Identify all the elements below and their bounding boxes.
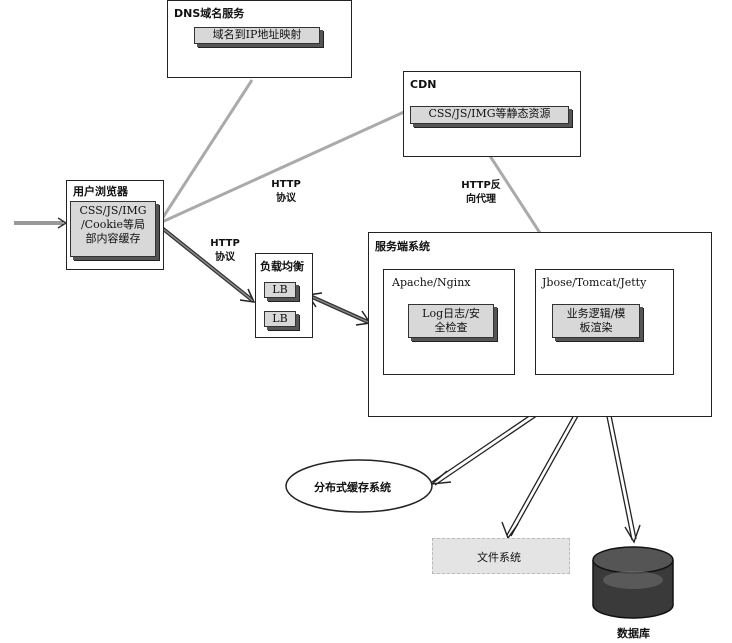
edge-label-line: HTTP反 bbox=[461, 180, 501, 191]
server-system-node: 服务端系统 Apache/Nginx Log日志/安 全检查 Jbose/Tom… bbox=[368, 232, 712, 417]
jboss-inner-line-1: 业务逻辑/模 bbox=[566, 307, 626, 320]
apache-inner-line-2: 全检查 bbox=[434, 321, 468, 334]
jboss-title: Jbose/Tomcat/Jetty bbox=[542, 276, 647, 289]
edge-label-cdn-server: HTTP反 向代理 bbox=[453, 179, 509, 207]
apache-inner-line-1: Log日志/安 bbox=[422, 307, 480, 320]
cache-node-shape bbox=[285, 459, 433, 513]
browser-inner: CSS/JS/IMG /Cookie等局 部内容缓存 bbox=[70, 201, 156, 257]
jboss-inner: 业务逻辑/模 板渲染 bbox=[552, 304, 640, 338]
lb-item: LB bbox=[264, 311, 296, 327]
browser-inner-line-2: /Cookie等局 bbox=[80, 218, 146, 231]
browser-inner-line-3: 部内容缓存 bbox=[85, 232, 141, 245]
database-node-shape bbox=[592, 546, 674, 619]
edge-label-browser-cdn: HTTP 协议 bbox=[266, 178, 306, 206]
edge-label-line: HTTP bbox=[210, 238, 240, 249]
edge-label-line: HTTP bbox=[271, 179, 301, 190]
server-title: 服务端系统 bbox=[375, 240, 430, 253]
edge-cdn-server bbox=[488, 155, 542, 234]
apache-title: Apache/Nginx bbox=[392, 276, 471, 289]
dns-title: DNS域名服务 bbox=[174, 7, 245, 20]
cdn-title: CDN bbox=[410, 78, 437, 91]
jboss-node: Jbose/Tomcat/Jetty 业务逻辑/模 板渲染 bbox=[535, 269, 674, 375]
edge-label-line: 协议 bbox=[215, 252, 235, 263]
browser-node: 用户浏览器 CSS/JS/IMG /Cookie等局 部内容缓存 bbox=[66, 180, 164, 270]
edge-label-line: 向代理 bbox=[466, 194, 496, 205]
file-system-label: 文件系统 bbox=[477, 551, 521, 564]
entry-arrow bbox=[14, 217, 68, 229]
edge-browser-lb bbox=[160, 226, 256, 303]
edge-label-line: 协议 bbox=[276, 193, 296, 204]
lb-title: 负载均衡 bbox=[260, 260, 304, 273]
load-balancer-node: 负载均衡 LB LB bbox=[255, 253, 313, 338]
browser-title: 用户浏览器 bbox=[73, 185, 128, 198]
jboss-inner-line-2: 板渲染 bbox=[579, 321, 613, 334]
edge-label-browser-lb: HTTP 协议 bbox=[205, 237, 245, 265]
edge-browser-dns bbox=[158, 79, 254, 223]
file-system-node: 文件系统 bbox=[432, 538, 570, 574]
edge-lb-server bbox=[306, 292, 372, 326]
database-label: 数据库 bbox=[617, 627, 650, 640]
lb-item: LB bbox=[264, 282, 296, 298]
browser-inner-line-1: CSS/JS/IMG bbox=[79, 204, 147, 217]
cache-label: 分布式缓存系统 bbox=[314, 481, 391, 494]
cdn-node: CDN CSS/JS/IMG等静态资源 bbox=[403, 71, 581, 157]
cdn-inner: CSS/JS/IMG等静态资源 bbox=[410, 106, 569, 124]
edge-browser-cdn bbox=[161, 110, 405, 224]
apache-node: Apache/Nginx Log日志/安 全检查 bbox=[383, 269, 515, 375]
apache-inner: Log日志/安 全检查 bbox=[408, 304, 494, 338]
dns-node: DNS域名服务 域名到IP地址映射 bbox=[167, 0, 352, 78]
dns-inner: 域名到IP地址映射 bbox=[194, 27, 320, 44]
